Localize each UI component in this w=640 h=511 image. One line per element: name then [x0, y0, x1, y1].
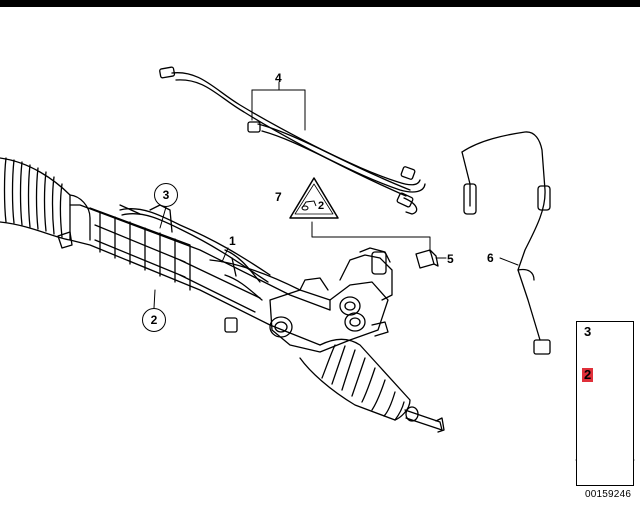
callout-6-leader [499, 257, 519, 266]
hydraulic-line-upper [159, 66, 426, 215]
callout-4-leader [251, 81, 306, 131]
sensor-wire [461, 131, 551, 355]
legend-item-3: 3 [584, 324, 592, 339]
top-border [0, 0, 640, 7]
legend-item-2: 2 [582, 367, 594, 382]
valve-body [269, 247, 393, 353]
callout-7-triangle-text: 2 [318, 200, 325, 212]
callout-1-leader [221, 247, 229, 263]
warning-triangle-glyph [301, 200, 317, 211]
callout-6: 6 [487, 251, 494, 265]
callout-3: 3 [154, 183, 178, 207]
tie-rod [404, 406, 445, 433]
callout-3-leader [159, 206, 167, 229]
callout-7-leader [311, 221, 431, 253]
hydraulic-line-lower [119, 208, 301, 291]
left-bellows [0, 157, 91, 241]
warning-triangle [289, 177, 339, 219]
callout-7: 7 [275, 190, 282, 204]
parts-legend [576, 321, 634, 486]
right-bellows [299, 338, 411, 421]
rack-housing [57, 204, 331, 346]
callout-2: 2 [142, 308, 166, 332]
callout-1: 1 [229, 234, 236, 248]
callout-5: 5 [447, 252, 454, 266]
callout-4: 4 [275, 71, 282, 85]
callout-2-leader [153, 289, 156, 309]
document-number: 00159246 [585, 489, 632, 500]
part-5-bushing [415, 249, 439, 269]
